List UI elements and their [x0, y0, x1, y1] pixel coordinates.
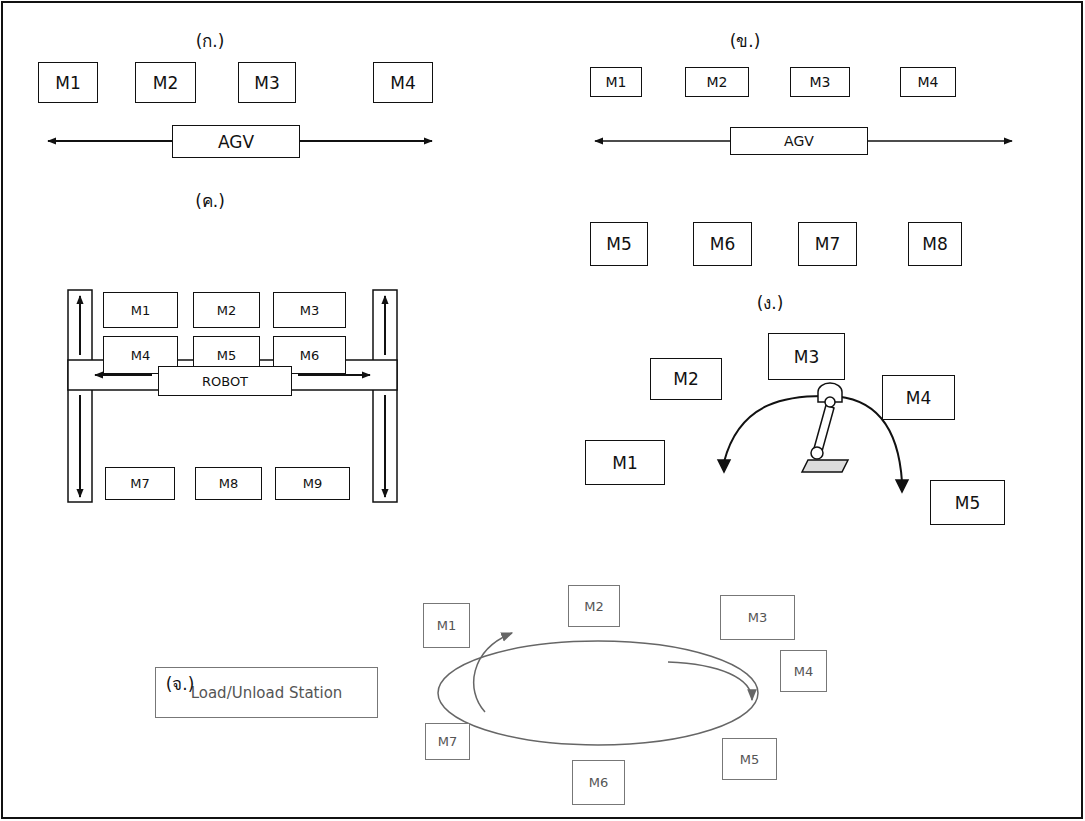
machine-box: M4	[780, 650, 827, 692]
node-label: M7	[130, 476, 150, 491]
node-label: M4	[906, 388, 931, 408]
machine-box: M3	[238, 62, 296, 103]
node-label: AGV	[784, 133, 814, 149]
machine-box: M6	[693, 222, 752, 266]
node-label: M4	[131, 348, 151, 363]
machine-box: M2	[685, 67, 749, 97]
panel-label: (ง.)	[757, 289, 784, 316]
node-label: M6	[589, 775, 609, 790]
machine-box: M1	[38, 62, 98, 103]
node-label: M5	[606, 234, 631, 254]
node-label: M6	[300, 348, 320, 363]
node-label: M3	[300, 303, 320, 318]
machine-box: M5	[590, 222, 648, 266]
node-label: M3	[810, 74, 831, 90]
panel-label: (ค.)	[195, 187, 225, 214]
node-label: Load/Unload Station	[191, 684, 343, 702]
panel-label: (ข.)	[730, 27, 761, 54]
machine-box: M2	[135, 62, 196, 103]
node-label: M2	[673, 369, 698, 389]
gantry-rails	[68, 290, 397, 502]
node-label: M7	[815, 234, 840, 254]
machine-box: M3	[273, 292, 346, 328]
node-label: M6	[710, 234, 735, 254]
machine-box: M7	[798, 222, 857, 266]
robot-arm	[718, 383, 908, 492]
node-label: M3	[254, 73, 279, 93]
machine-box: M3	[790, 67, 850, 97]
node-label: M1	[606, 74, 627, 90]
machine-box: M7	[425, 723, 470, 760]
machine-box: M7	[105, 467, 175, 500]
node-label: M1	[437, 618, 457, 633]
panel-label: (จ.)	[166, 670, 195, 697]
machine-box: M1	[590, 67, 642, 97]
node-label: M5	[217, 348, 237, 363]
machine-box: M4	[882, 375, 955, 420]
machine-box: M1	[585, 440, 665, 485]
machine-box: M5	[722, 738, 777, 780]
machine-box: M1	[423, 603, 470, 648]
machine-box: M2	[568, 585, 620, 627]
machine-box: M5	[930, 480, 1005, 525]
node-label: M8	[219, 476, 239, 491]
node-label: M2	[153, 73, 178, 93]
machine-box: ROBOT	[158, 366, 292, 396]
node-label: M5	[740, 752, 760, 767]
node-label: M4	[794, 664, 814, 679]
node-label: M3	[748, 610, 768, 625]
machine-box: M2	[193, 292, 260, 328]
machine-box: M4	[373, 62, 433, 103]
machine-box: M8	[195, 467, 262, 500]
machine-box: M9	[275, 467, 350, 500]
machine-box: M2	[650, 358, 722, 400]
machine-box: M6	[572, 760, 625, 805]
panel-label: (ก.)	[196, 27, 225, 54]
machine-box: M4	[900, 67, 956, 97]
machine-box: AGV	[730, 127, 868, 155]
machine-box: AGV	[172, 125, 300, 158]
machine-box: M8	[908, 222, 962, 266]
node-label: M4	[918, 74, 939, 90]
node-label: M2	[584, 599, 604, 614]
node-label: M2	[707, 74, 728, 90]
node-label: M5	[955, 493, 980, 513]
loop-track	[438, 633, 758, 745]
node-label: M8	[922, 234, 947, 254]
node-label: M7	[438, 734, 458, 749]
node-label: M3	[794, 347, 819, 367]
node-label: M9	[303, 476, 323, 491]
node-label: M1	[55, 73, 80, 93]
node-label: M1	[612, 453, 637, 473]
node-label: M4	[390, 73, 415, 93]
machine-box: M3	[768, 333, 845, 380]
node-label: AGV	[218, 132, 254, 152]
node-label: M2	[217, 303, 237, 318]
node-label: M1	[131, 303, 151, 318]
machine-box: M1	[103, 292, 178, 328]
machine-box: M3	[720, 595, 795, 640]
node-label: ROBOT	[202, 374, 248, 389]
